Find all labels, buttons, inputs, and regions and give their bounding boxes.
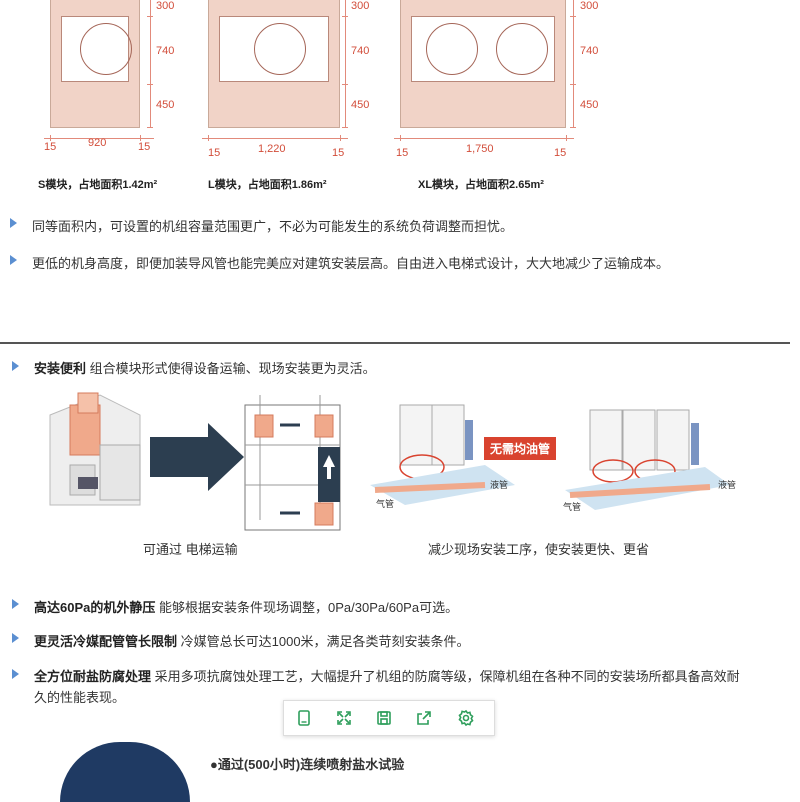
dim-label: 740	[580, 45, 599, 57]
feature-title: 更灵活冷媒配管管长限制	[34, 634, 178, 649]
bullet-icon	[12, 669, 19, 679]
bullet-icon	[12, 599, 19, 609]
salt-test-image	[60, 742, 190, 802]
expand-icon[interactable]	[332, 706, 356, 730]
dim-label: 450	[156, 99, 175, 111]
unit-pipe-graphic	[370, 404, 730, 510]
feature-title: 全方位耐盐防腐处理	[34, 669, 152, 684]
module-window	[219, 16, 329, 82]
dim-label: 740	[351, 45, 370, 57]
dim-label: 1,750	[466, 143, 494, 155]
section-divider	[0, 342, 790, 344]
fan-icon	[426, 23, 478, 75]
caption-elevator: 可通过 电梯运输	[143, 542, 238, 557]
dim-label: 15	[208, 147, 221, 159]
share-icon[interactable]	[412, 706, 436, 730]
module-caption: XL模块，占地面积2.65m²	[418, 179, 544, 191]
dim-label: 15	[332, 147, 345, 159]
bullet-icon	[12, 633, 19, 643]
dim-label: 450	[580, 99, 599, 111]
bullet-icon	[10, 255, 17, 265]
module-window	[411, 16, 555, 82]
settings-icon[interactable]	[454, 706, 478, 730]
no-oil-pipe-tag: 无需均油管	[484, 437, 557, 460]
module-l	[208, 0, 340, 128]
fan-icon	[254, 23, 306, 75]
pipe-label: 气管	[563, 502, 582, 512]
install-title: 安装便利	[34, 361, 87, 376]
save-icon[interactable]	[372, 706, 396, 730]
feature-item: 更灵活冷媒配管管长限制 冷媒管总长可达1000米，满足各类苛刻安装条件。	[34, 631, 774, 652]
pipe-label: 液管	[490, 480, 509, 490]
dim-label: 15	[554, 147, 567, 159]
feature-desc: 能够根据安装条件现场调整，0Pa/30Pa/60Pa可选。	[159, 600, 459, 615]
salt-test-text: ●通过(500小时)连续喷射盐水试验	[210, 757, 405, 772]
benefit-text: 更低的机身高度，即便加装导风管也能完美应对建筑安装层高。自由进入电梯式设计，大大…	[32, 256, 670, 271]
dim-label: 920	[88, 137, 107, 149]
floating-toolbar	[283, 700, 495, 736]
install-heading: 安装便利 组合模块形式使得设备运输、现场安装更为灵活。	[34, 358, 774, 379]
dim-label: 1,220	[258, 143, 286, 155]
dim-label: 300	[156, 0, 175, 12]
benefit-text: 同等面积内，可设置的机组容量范围更广，不必为可能发生的系统负荷调整而担忧。	[32, 219, 514, 234]
module-window	[61, 16, 132, 82]
feature-title: 高达60Pa的机外静压	[34, 600, 156, 615]
caption-pipes: 减少现场安装工序，使安装更快、更省	[428, 542, 650, 557]
bullet-icon	[12, 361, 19, 371]
dim-label: 740	[156, 45, 175, 57]
dim-label: 15	[44, 141, 57, 153]
feature-desc: 冷媒管总长可达1000米，满足各类苛刻安装条件。	[180, 634, 470, 649]
feature-item: 高达60Pa的机外静压 能够根据安装条件现场调整，0Pa/30Pa/60Pa可选…	[34, 597, 774, 618]
dim-label: 300	[580, 0, 599, 12]
fan-icon	[496, 23, 548, 75]
fan-icon	[80, 23, 132, 75]
feature-desc: 采用多项抗腐蚀处理工艺，大幅提升了机组的防腐等级，保障机组在各种不同的安装场所都…	[34, 669, 740, 705]
dim-label: 15	[138, 141, 151, 153]
module-caption: S模块，占地面积1.42m²	[38, 179, 158, 191]
dim-label: 15	[396, 147, 409, 159]
bullet-icon	[10, 218, 17, 228]
pipe-label: 液管	[718, 480, 737, 490]
dim-label: 300	[351, 0, 370, 12]
frame-icon[interactable]	[292, 706, 316, 730]
module-xl	[400, 0, 566, 128]
pipe-label: 气管	[376, 499, 395, 509]
feature-item: 全方位耐盐防腐处理 采用多项抗腐蚀处理工艺，大幅提升了机组的防腐等级，保障机组在…	[34, 666, 750, 708]
install-desc: 组合模块形式使得设备运输、现场安装更为灵活。	[89, 361, 376, 376]
dim-label: 450	[351, 99, 370, 111]
module-s	[50, 0, 140, 128]
building-graphic	[49, 392, 341, 531]
module-caption: L模块，占地面积1.86m²	[208, 179, 327, 191]
